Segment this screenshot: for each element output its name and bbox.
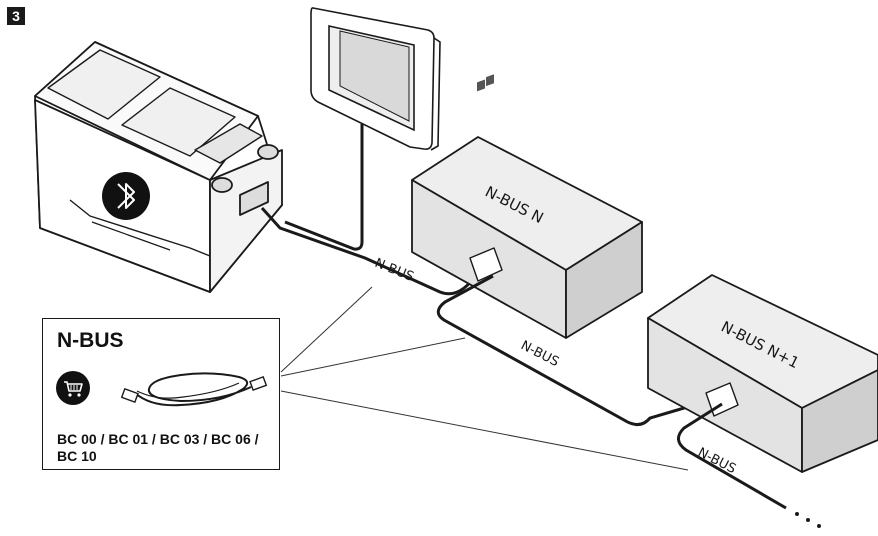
device-box-n [411, 74, 643, 339]
middle-cable [436, 274, 719, 426]
device-box-n1 [647, 274, 878, 473]
legend-leader-lines [280, 286, 689, 471]
battery [34, 41, 283, 293]
continuation-dots [795, 512, 821, 528]
step-number-badge: 3 [7, 7, 25, 25]
bluetooth-icon [102, 172, 150, 220]
panel-cable [284, 124, 364, 251]
legend-title: N-BUS [57, 329, 124, 352]
shopping-cart-icon [56, 371, 90, 405]
rj-cable-icon [121, 372, 268, 407]
accessory-legend-box: N-BUS BC 00 / BC 01 / BC 03 / BC 06 / BC… [42, 318, 280, 470]
legend-part-codes: BC 00 / BC 01 / BC 03 / BC 06 / BC 10 [57, 431, 259, 464]
cable-label-tail: N-BUS [695, 445, 738, 477]
display-panel [310, 7, 441, 151]
cable-label-battery: N-BUS [373, 256, 416, 285]
tail-cable [677, 402, 787, 510]
